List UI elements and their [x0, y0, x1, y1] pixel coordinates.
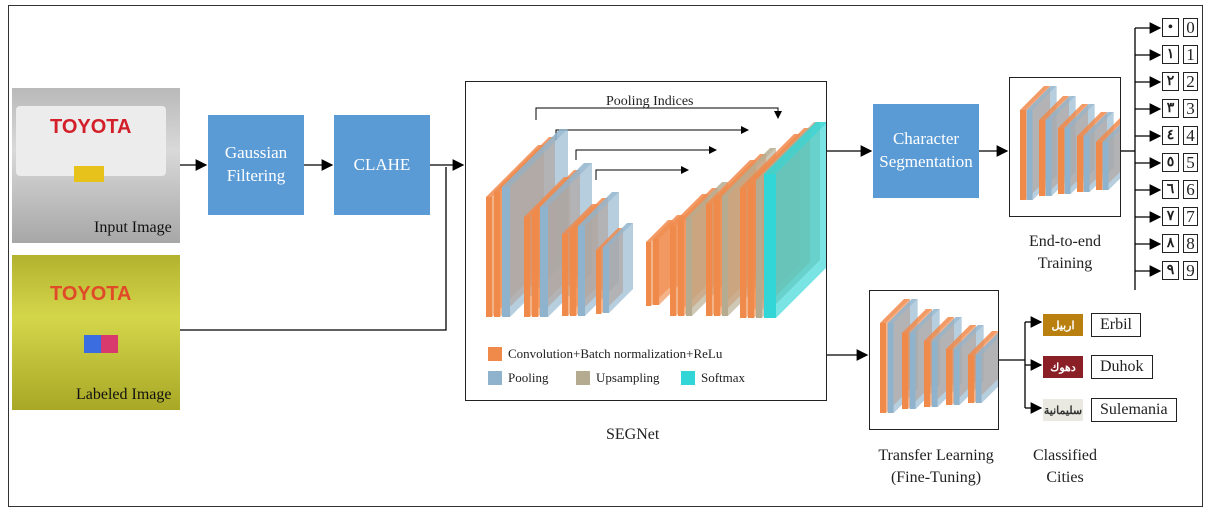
legend-swatch-conv [488, 347, 502, 361]
segnet-caption: SEGNet [606, 426, 660, 443]
arabic-digit-glyph: ٨ [1162, 234, 1179, 253]
brand-text: TOYOTA [50, 116, 132, 138]
end-to-end-model-box [1009, 77, 1133, 217]
city-row-erbil: اربيل Erbil [1043, 313, 1141, 337]
labeled-brand-text: TOYOTA [50, 283, 132, 305]
classified-caption: Classified Cities [1033, 447, 1097, 487]
clahe-box: CLAHE [334, 115, 430, 215]
erbil-plate: اربيل [1043, 314, 1083, 336]
digit-label: 9 [1183, 261, 1198, 280]
digit-output-row: •0 [1162, 18, 1198, 37]
figure-frame [8, 5, 1203, 507]
gaussian-filtering-box: Gaussian Filtering [208, 115, 304, 215]
legend-label-upsampling: Upsampling [596, 370, 660, 385]
arabic-digit-glyph: ٧ [1162, 207, 1179, 226]
digit-label: 3 [1183, 99, 1198, 118]
transfer-model-box [869, 290, 1006, 430]
city-row-duhok: دهوك Duhok [1043, 355, 1153, 379]
arabic-digit-glyph: • [1162, 18, 1179, 37]
arabic-digit-glyph: ٢ [1162, 72, 1179, 91]
legend-label-softmax: Softmax [701, 370, 746, 385]
digit-label: 8 [1183, 234, 1198, 253]
labeled-plate [84, 335, 118, 353]
labeled-image-caption: Labeled Image [76, 386, 172, 403]
character-segmentation-box: Character Segmentation [873, 104, 979, 198]
arabic-digit-glyph: ٥ [1162, 153, 1179, 172]
city-sulemania: Sulemania [1091, 398, 1177, 422]
digit-label: 1 [1183, 45, 1198, 64]
arabic-digit-glyph: ٩ [1162, 261, 1179, 280]
legend-softmax: Softmax [681, 370, 745, 386]
arabic-digit-glyph: ٣ [1162, 99, 1179, 118]
digit-label: 6 [1183, 180, 1198, 199]
mini-network-layers [880, 299, 1006, 413]
digit-label: 0 [1183, 18, 1198, 37]
segnet-box: Pooling Indices Convolution+Batch normal… [465, 81, 827, 401]
transfer-caption: Transfer Learning (Fine-Tuning) [878, 447, 994, 487]
legend-label-pooling: Pooling [508, 370, 549, 385]
end-to-end-caption: End-to-end Training [1029, 233, 1101, 273]
duhok-plate: دهوك [1043, 356, 1083, 378]
city-duhok: Duhok [1091, 355, 1153, 379]
arabic-digit-glyph: ١ [1162, 45, 1179, 64]
legend-swatch-upsampling [576, 371, 590, 385]
end-to-end-network [1020, 86, 1133, 200]
legend-conv: Convolution+Batch normalization+ReLu [488, 346, 722, 362]
transfer-network [880, 299, 1006, 413]
mini-network-layers [1020, 86, 1133, 200]
input-image: TOYOTA Input Image [12, 88, 180, 243]
legend-swatch-softmax [681, 371, 695, 385]
digit-label: 2 [1183, 72, 1198, 91]
segnet-layer-softmax [764, 122, 826, 318]
city-row-sulemania: سليمانية Sulemania [1043, 398, 1177, 422]
arabic-digit-glyph: ٤ [1162, 126, 1179, 145]
legend-label-conv: Convolution+Batch normalization+ReLu [508, 346, 723, 361]
pooling-indices-label: Pooling Indices [606, 94, 694, 109]
sulemania-plate: سليمانية [1043, 399, 1083, 421]
license-plate [74, 166, 104, 182]
legend-pooling: Pooling [488, 370, 548, 386]
segnet-architecture [486, 107, 826, 318]
segnet-layer-pooling [603, 223, 633, 313]
legend-upsampling: Upsampling [576, 370, 660, 386]
segnet-layers [486, 122, 826, 318]
legend-swatch-pooling [488, 371, 502, 385]
digit-label: 4 [1183, 126, 1198, 145]
digit-label: 5 [1183, 153, 1198, 172]
city-erbil: Erbil [1091, 313, 1141, 337]
digit-label: 7 [1183, 207, 1198, 226]
truck-tailgate [16, 106, 166, 176]
input-image-caption: Input Image [94, 219, 172, 236]
arabic-digit-glyph: ٦ [1162, 180, 1179, 199]
labeled-image: TOYOTA Labeled Image [12, 255, 180, 410]
